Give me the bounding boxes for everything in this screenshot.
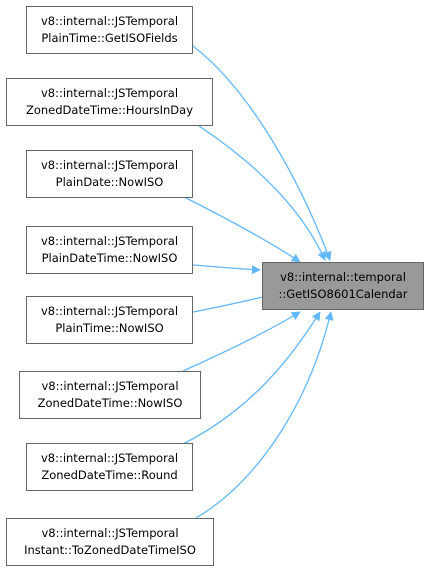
node-label-line2: PlainDate::NowISO	[55, 175, 164, 189]
call-edge-3	[185, 197, 301, 263]
caller-node-zoneddatetime-hoursinday[interactable]: v8::internal::JSTemporal ZonedDateTime::…	[6, 78, 213, 126]
caller-node-plaindatetime-nowiso[interactable]: v8::internal::JSTemporal PlainDateTime::…	[26, 226, 193, 274]
node-label-line1: v8::internal::JSTemporal	[41, 526, 179, 540]
call-edge-8	[195, 311, 334, 519]
call-edge-1	[192, 45, 332, 261]
node-label-line1: v8::internal::JSTemporal	[41, 379, 179, 393]
call-edge-7	[182, 311, 321, 445]
caller-node-plaintime-getisofields[interactable]: v8::internal::JSTemporal PlainTime::GetI…	[26, 6, 193, 54]
call-edge-2	[198, 125, 326, 261]
node-label-line1: v8::internal::JSTemporal	[40, 14, 179, 28]
node-label-line2: PlainTime::GetISOFields	[41, 31, 178, 45]
caller-node-zoneddatetime-round[interactable]: v8::internal::JSTemporal ZonedDateTime::…	[26, 443, 193, 491]
node-label-line2: PlainTime::NowISO	[55, 321, 164, 335]
node-label-line2: ZonedDateTime::NowISO	[37, 396, 183, 410]
node-label-line2: ZonedDateTime::Round	[41, 468, 178, 482]
node-label-line1: v8::internal::JSTemporal	[40, 304, 179, 318]
target-node-getiso8601calendar: v8::internal::temporal ::GetISO8601Calen…	[262, 262, 424, 310]
caller-node-plaintime-nowiso[interactable]: v8::internal::JSTemporal PlainTime::NowI…	[26, 296, 193, 344]
node-label-line2: ZonedDateTime::HoursInDay	[25, 103, 194, 117]
node-label-line1: v8::internal::JSTemporal	[40, 451, 179, 465]
node-label-line1: v8::internal::temporal	[280, 270, 406, 284]
node-label-line1: v8::internal::JSTemporal	[40, 234, 179, 248]
call-edge-6	[182, 311, 301, 372]
node-label-line1: v8::internal::JSTemporal	[40, 158, 179, 172]
caller-node-plaindate-nowiso[interactable]: v8::internal::JSTemporal PlainDate::NowI…	[26, 150, 193, 198]
caller-node-zoneddatetime-nowiso[interactable]: v8::internal::JSTemporal ZonedDateTime::…	[19, 371, 201, 419]
caller-node-instant-tozoneddatetimeiso[interactable]: v8::internal::JSTemporal Instant::ToZone…	[6, 518, 214, 566]
node-label-line1: v8::internal::JSTemporal	[40, 86, 179, 100]
node-label-line2: ::GetISO8601Calendar	[278, 287, 408, 301]
node-label-line2: PlainDateTime::NowISO	[41, 251, 178, 265]
call-edge-4	[192, 264, 261, 275]
node-label-line2: Instant::ToZonedDateTimeISO	[24, 543, 196, 557]
